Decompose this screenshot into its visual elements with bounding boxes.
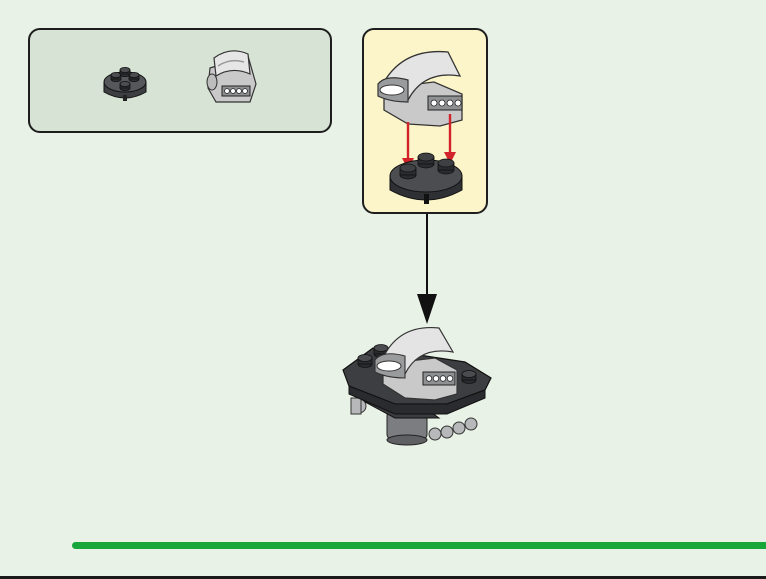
round-plate-2x2-icon (100, 64, 150, 106)
flow-arrow-icon (412, 214, 442, 326)
engine-intake-icon (200, 44, 260, 108)
step-separator-bar (72, 542, 766, 549)
substep-panel (362, 28, 488, 214)
round-plate-2x2-icon (390, 153, 462, 204)
rocket-engine-assembly-icon (335, 318, 495, 448)
parts-list-panel (28, 28, 332, 133)
